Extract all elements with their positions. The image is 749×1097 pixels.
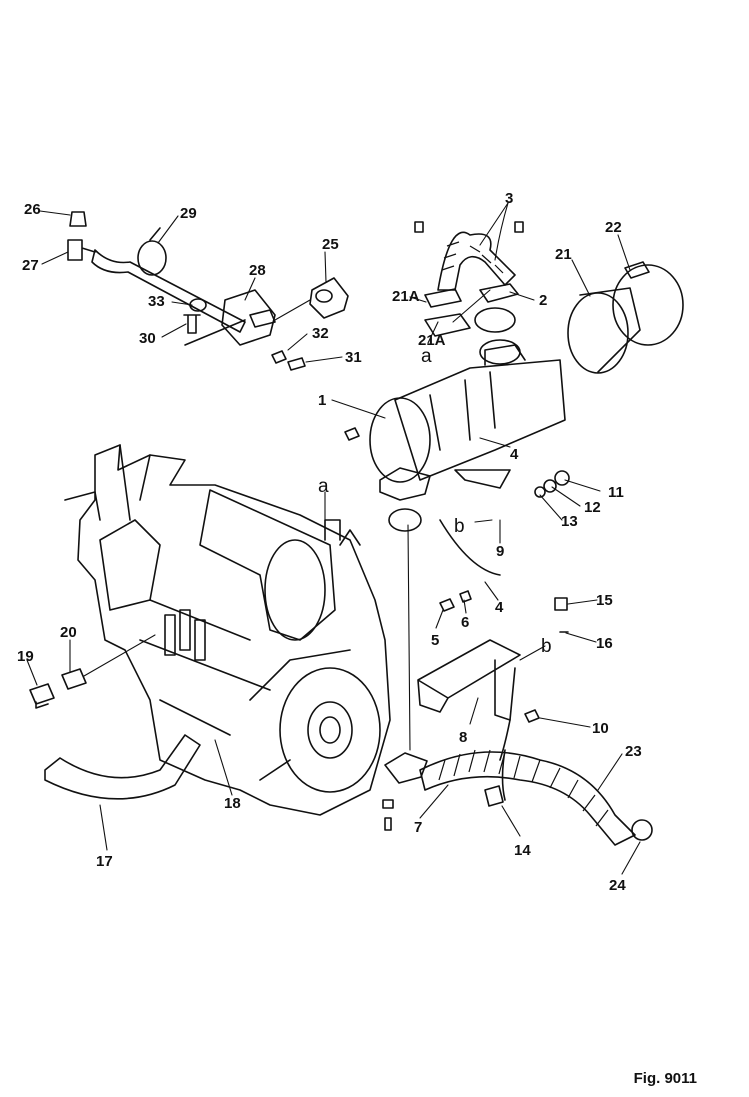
lower-hose-17 bbox=[44, 734, 201, 800]
callout-label: 14 bbox=[514, 842, 531, 859]
callout-label: 2 bbox=[539, 292, 547, 309]
muffler-assembly bbox=[344, 221, 570, 633]
reference-letters: a a b b bbox=[318, 346, 552, 657]
callout-label: 21 bbox=[555, 246, 572, 263]
callout-label: 26 bbox=[24, 201, 41, 218]
leader-lines bbox=[26, 202, 641, 875]
callout-label: 7 bbox=[414, 819, 422, 836]
callout-label: 6 bbox=[461, 614, 469, 631]
callout-label: 21A bbox=[418, 332, 446, 349]
callout-label: 28 bbox=[249, 262, 266, 279]
callout-label: 30 bbox=[139, 330, 156, 347]
callout-label: 20 bbox=[60, 624, 77, 641]
callout-label: 15 bbox=[596, 592, 613, 609]
clamp-22 bbox=[612, 264, 684, 346]
upper-pipe-assembly bbox=[67, 211, 349, 371]
callout-label: 27 bbox=[22, 257, 39, 274]
callout-label: 22 bbox=[605, 219, 622, 236]
callout-label: 29 bbox=[180, 205, 197, 222]
ref-letter-b: b bbox=[541, 636, 552, 657]
callout-label: 32 bbox=[312, 325, 329, 342]
fitting-19 bbox=[29, 683, 55, 709]
callout-label: 24 bbox=[609, 877, 626, 894]
callout-label: 5 bbox=[431, 632, 439, 649]
ref-letter-b: b bbox=[454, 516, 465, 537]
callout-labels: 1 2 3 4 4 5 6 7 8 9 10 11 12 13 14 15 16… bbox=[17, 190, 642, 894]
callout-label: 25 bbox=[322, 236, 339, 253]
callout-label: 3 bbox=[505, 190, 513, 207]
callout-label: 31 bbox=[345, 349, 362, 366]
callout-label: 17 bbox=[96, 853, 113, 870]
callout-label: 21A bbox=[392, 288, 420, 305]
callout-label: 10 bbox=[592, 720, 609, 737]
bracket-8 bbox=[417, 639, 521, 721]
fitting-20 bbox=[61, 668, 87, 690]
tail-pipe-assembly bbox=[382, 719, 653, 846]
figure-label: Fig. 9011 bbox=[633, 1070, 697, 1087]
callout-label: 16 bbox=[596, 635, 613, 652]
ref-letter-a: a bbox=[421, 346, 432, 367]
callout-label: 9 bbox=[496, 543, 504, 560]
ref-letter-a: a bbox=[318, 476, 329, 497]
band-21 bbox=[567, 292, 629, 374]
callout-label: 19 bbox=[17, 648, 34, 665]
callout-label: 4 bbox=[510, 446, 519, 463]
callout-label: 23 bbox=[625, 743, 642, 760]
callout-label: 12 bbox=[584, 499, 601, 516]
engine-assembly bbox=[64, 444, 391, 816]
callout-label: 13 bbox=[561, 513, 578, 530]
callout-label: 33 bbox=[148, 293, 165, 310]
callout-label: 11 bbox=[608, 484, 624, 501]
callout-label: 8 bbox=[459, 729, 467, 746]
callout-label: 1 bbox=[318, 392, 326, 409]
callout-label: 18 bbox=[224, 795, 241, 812]
callout-label: 4 bbox=[495, 599, 504, 616]
